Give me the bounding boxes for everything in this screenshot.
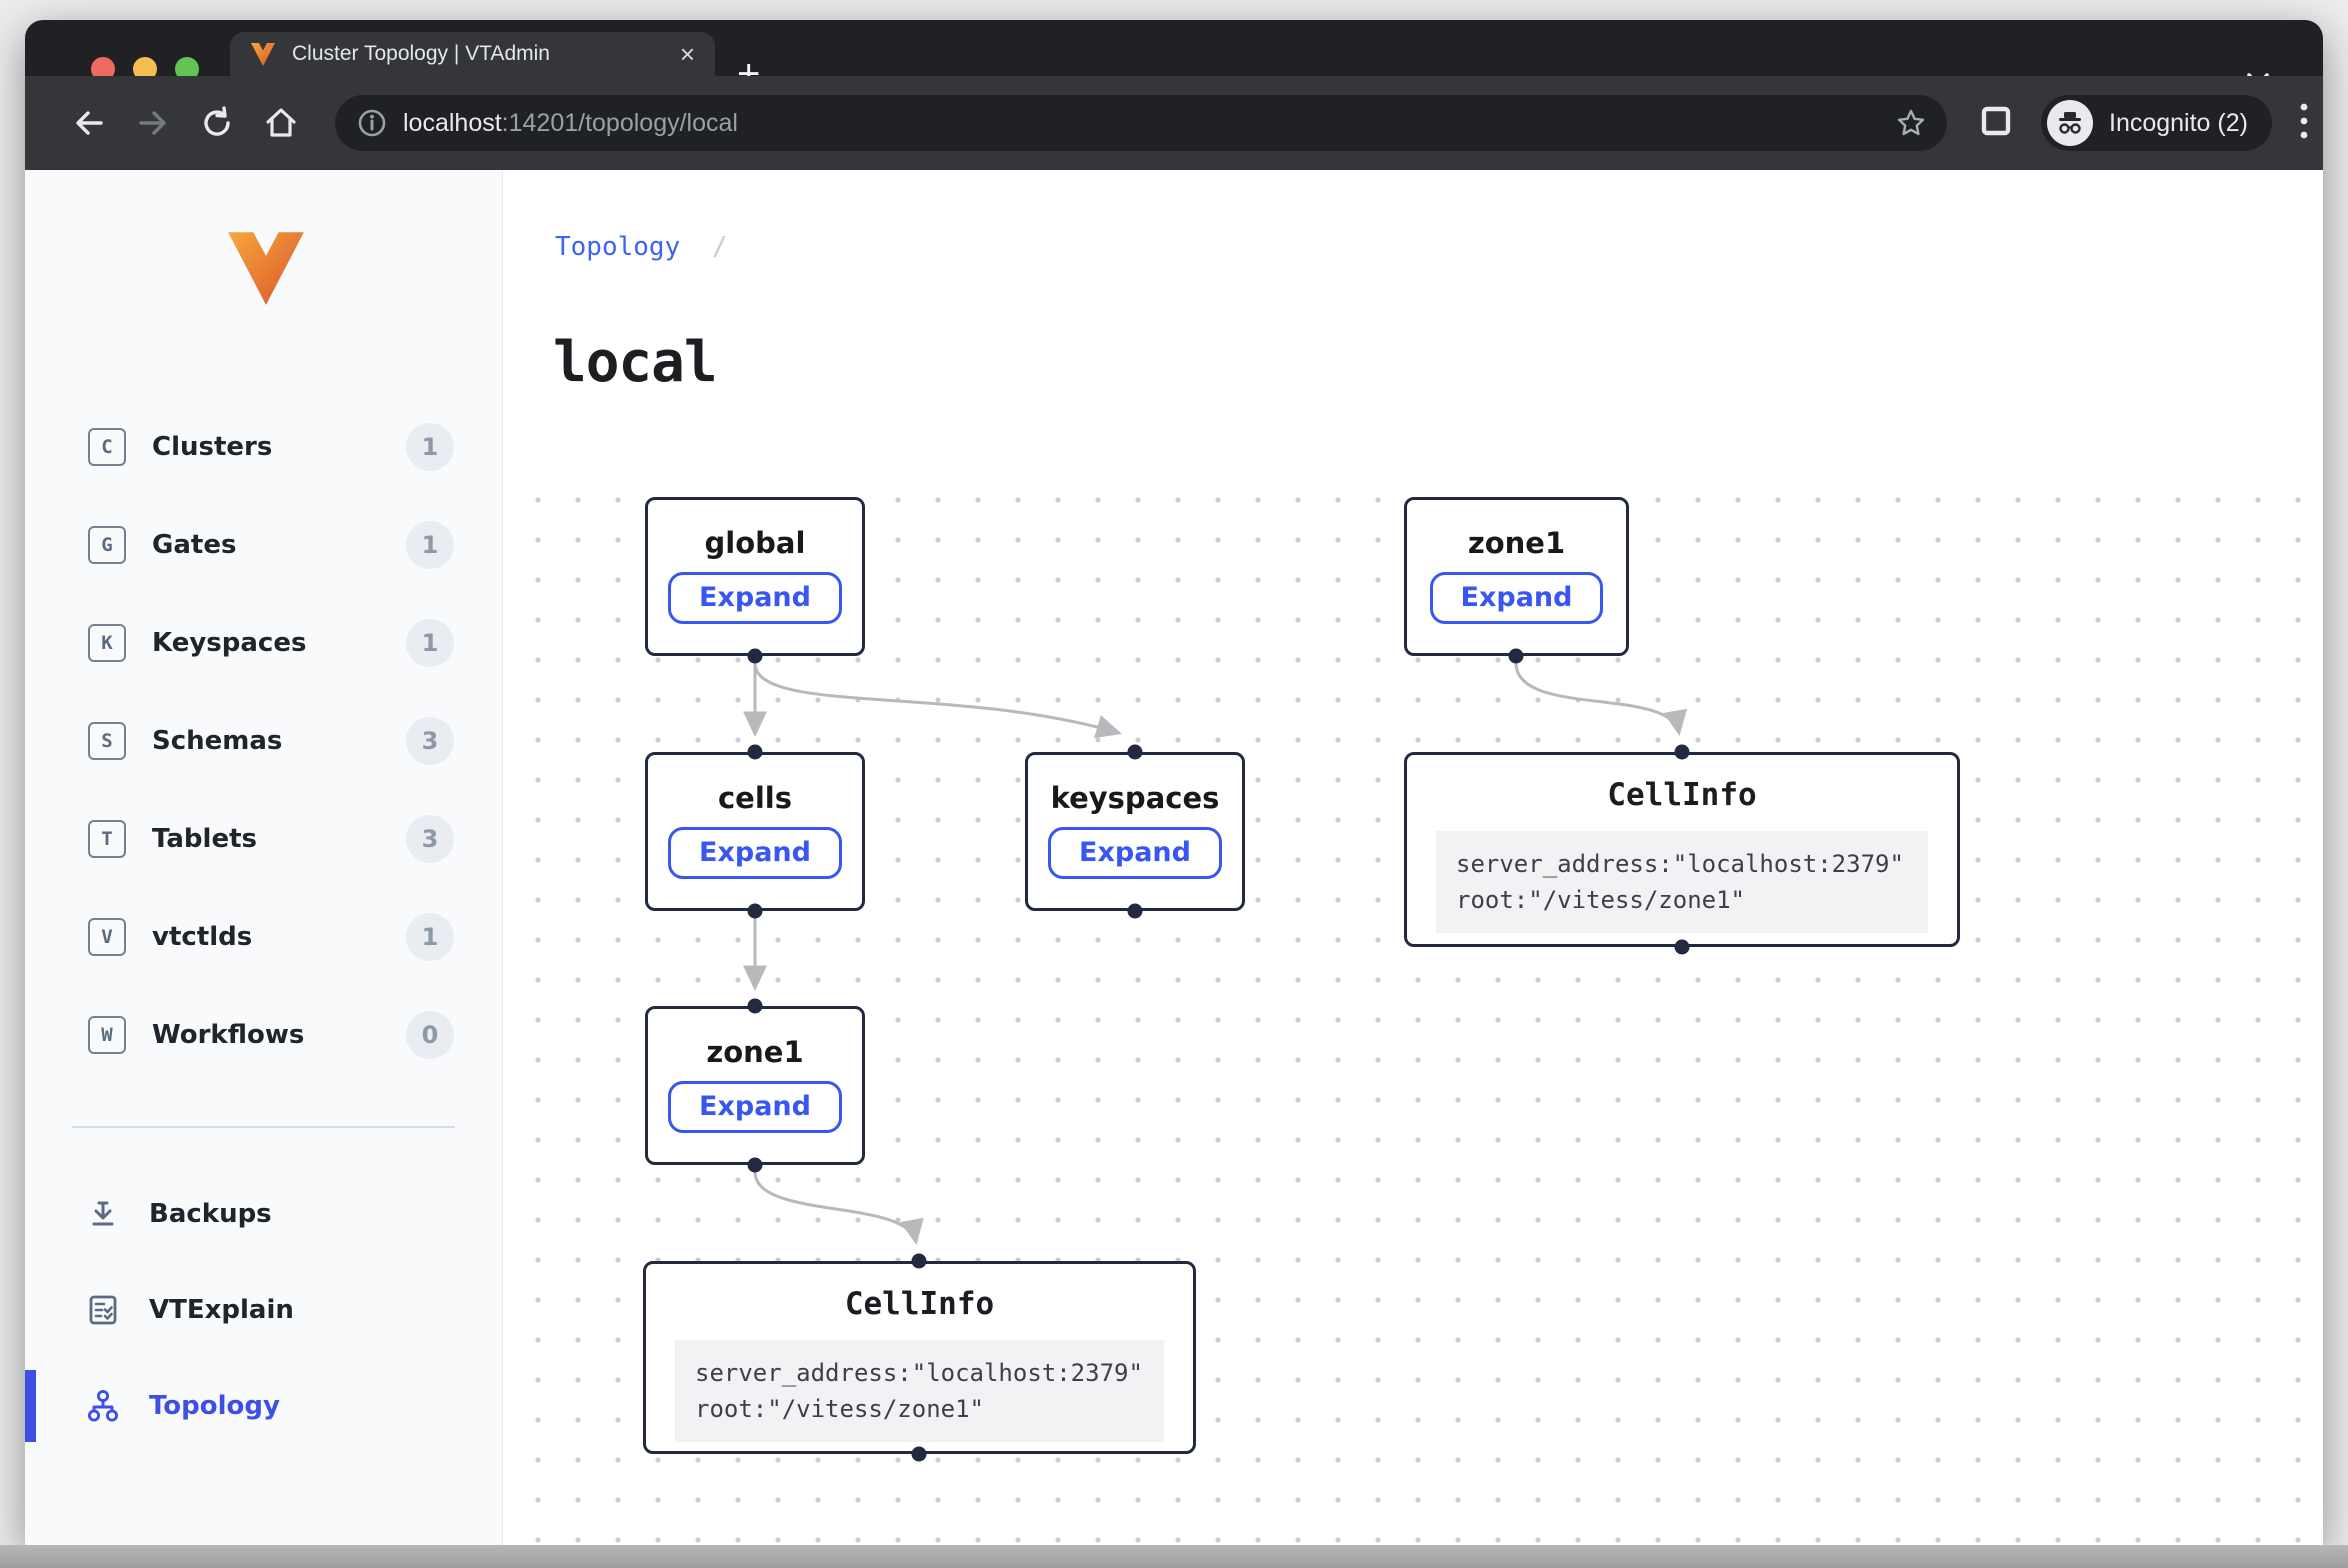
page-title: local xyxy=(553,329,718,395)
bookmark-star-icon[interactable] xyxy=(1895,107,1927,139)
sidebar-item-tablets[interactable]: T Tablets 3 xyxy=(25,790,502,888)
tablets-icon: T xyxy=(88,820,126,858)
tab-title: Cluster Topology | VTAdmin xyxy=(292,42,550,65)
node-label: CellInfo xyxy=(1607,777,1757,813)
clusters-icon: C xyxy=(88,428,126,466)
node-cellinfo-bottom: CellInfo server_address:"localhost:2379"… xyxy=(643,1261,1196,1454)
incognito-icon xyxy=(2047,100,2093,146)
home-button[interactable] xyxy=(249,105,313,141)
back-button[interactable] xyxy=(57,105,121,141)
page-content: C Clusters 1 G Gates 1 K Keyspaces 1 S S… xyxy=(25,170,2323,1545)
main-panel: Topology / local global Expand zone1 Exp… xyxy=(503,170,2323,1545)
workflows-icon: W xyxy=(88,1016,126,1054)
gates-icon: G xyxy=(88,526,126,564)
node-label: keyspaces xyxy=(1050,781,1220,815)
active-indicator xyxy=(25,1370,36,1442)
code-line: server_address:"localhost:2379" xyxy=(1456,850,1904,878)
expand-button-keyspaces[interactable]: Expand xyxy=(1048,827,1222,880)
count-badge: 3 xyxy=(406,717,454,765)
incognito-badge: Incognito (2) xyxy=(2041,95,2272,151)
count-badge: 1 xyxy=(406,521,454,569)
breadcrumb-separator: / xyxy=(711,232,728,262)
code-line: server_address:"localhost:2379" xyxy=(695,1359,1143,1387)
node-label: cells xyxy=(717,781,792,815)
backups-icon xyxy=(85,1196,121,1232)
keyspaces-icon: K xyxy=(88,624,126,662)
edge-zone1top-cellinfo-right xyxy=(1514,662,1687,736)
url-bar[interactable]: localhost:14201/topology/local xyxy=(335,95,1947,151)
browser-window: Cluster Topology | VTAdmin × + localh xyxy=(25,20,2323,1545)
count-badge: 3 xyxy=(406,815,454,863)
node-zone1-top: zone1 Expand xyxy=(1404,497,1629,656)
browser-tab[interactable]: Cluster Topology | VTAdmin × xyxy=(230,32,715,76)
count-badge: 0 xyxy=(406,1011,454,1059)
count-badge: 1 xyxy=(406,619,454,667)
desktop-bottom-band xyxy=(0,1545,2348,1568)
node-label: zone1 xyxy=(706,1035,804,1069)
window-controls xyxy=(91,57,199,81)
cellinfo-code: server_address:"localhost:2379" root:"/v… xyxy=(675,1340,1164,1442)
node-cellinfo-right: CellInfo server_address:"localhost:2379"… xyxy=(1404,752,1960,947)
count-badge: 1 xyxy=(406,913,454,961)
vtexplain-icon xyxy=(85,1292,121,1328)
sidebar-item-workflows[interactable]: W Workflows 0 xyxy=(25,986,502,1084)
sidebar-item-vtctlds[interactable]: V vtctlds 1 xyxy=(25,888,502,986)
cellinfo-code: server_address:"localhost:2379" root:"/v… xyxy=(1436,831,1928,933)
expand-button-zone1-left[interactable]: Expand xyxy=(668,1081,842,1134)
vitess-favicon-icon xyxy=(251,43,275,66)
sidebar-divider xyxy=(72,1126,455,1128)
page-info-icon[interactable] xyxy=(357,108,387,138)
node-label: CellInfo xyxy=(844,1286,995,1322)
node-global: global Expand xyxy=(645,497,865,656)
schemas-icon: S xyxy=(88,722,126,760)
sidebar-item-gates[interactable]: G Gates 1 xyxy=(25,496,502,594)
edge-global-keyspaces xyxy=(753,662,1122,739)
side-panel-icon[interactable] xyxy=(1981,106,2011,141)
url-host: localhost xyxy=(403,108,502,137)
browser-menu-icon[interactable] xyxy=(2298,99,2310,148)
breadcrumb: Topology / xyxy=(555,232,728,262)
node-keyspaces: keyspaces Expand xyxy=(1025,752,1245,911)
sidebar-item-topology[interactable]: Topology xyxy=(25,1357,502,1455)
code-line: root:"/vitess/zone1" xyxy=(695,1395,984,1423)
breadcrumb-topology-link[interactable]: Topology xyxy=(555,232,681,262)
sidebar: C Clusters 1 G Gates 1 K Keyspaces 1 S S… xyxy=(25,170,503,1545)
forward-button[interactable] xyxy=(121,105,185,141)
incognito-label: Incognito (2) xyxy=(2109,108,2248,137)
sidebar-item-vtexplain[interactable]: VTExplain xyxy=(25,1261,502,1359)
vtctlds-icon: V xyxy=(88,918,126,956)
count-badge: 1 xyxy=(406,423,454,471)
tab-close-icon[interactable]: × xyxy=(679,39,695,69)
vitess-logo xyxy=(228,232,304,305)
node-zone1-left: zone1 Expand xyxy=(645,1006,865,1165)
url-text: localhost:14201/topology/local xyxy=(403,109,1895,138)
tab-strip: Cluster Topology | VTAdmin × + xyxy=(25,20,2323,94)
sidebar-item-keyspaces[interactable]: K Keyspaces 1 xyxy=(25,594,502,692)
node-label: zone1 xyxy=(1467,526,1566,560)
node-label: global xyxy=(704,526,806,560)
node-cells: cells Expand xyxy=(645,752,865,911)
url-path: :14201/topology/local xyxy=(501,108,738,137)
browser-toolbar: localhost:14201/topology/local Incognito… xyxy=(25,76,2323,170)
expand-button-global[interactable]: Expand xyxy=(668,572,842,625)
expand-button-cells[interactable]: Expand xyxy=(668,827,842,880)
topology-canvas[interactable]: global Expand zone1 Expand cells Expand … xyxy=(503,470,2323,1545)
topology-icon xyxy=(85,1388,121,1424)
sidebar-item-backups[interactable]: Backups xyxy=(25,1165,502,1263)
reload-button[interactable] xyxy=(185,105,249,141)
sidebar-item-schemas[interactable]: S Schemas 3 xyxy=(25,692,502,790)
edge-zone1-cellinfo-bottom xyxy=(753,1171,924,1245)
sidebar-item-clusters[interactable]: C Clusters 1 xyxy=(25,398,502,496)
expand-button-zone1-top[interactable]: Expand xyxy=(1429,572,1604,625)
code-line: root:"/vitess/zone1" xyxy=(1456,886,1745,914)
